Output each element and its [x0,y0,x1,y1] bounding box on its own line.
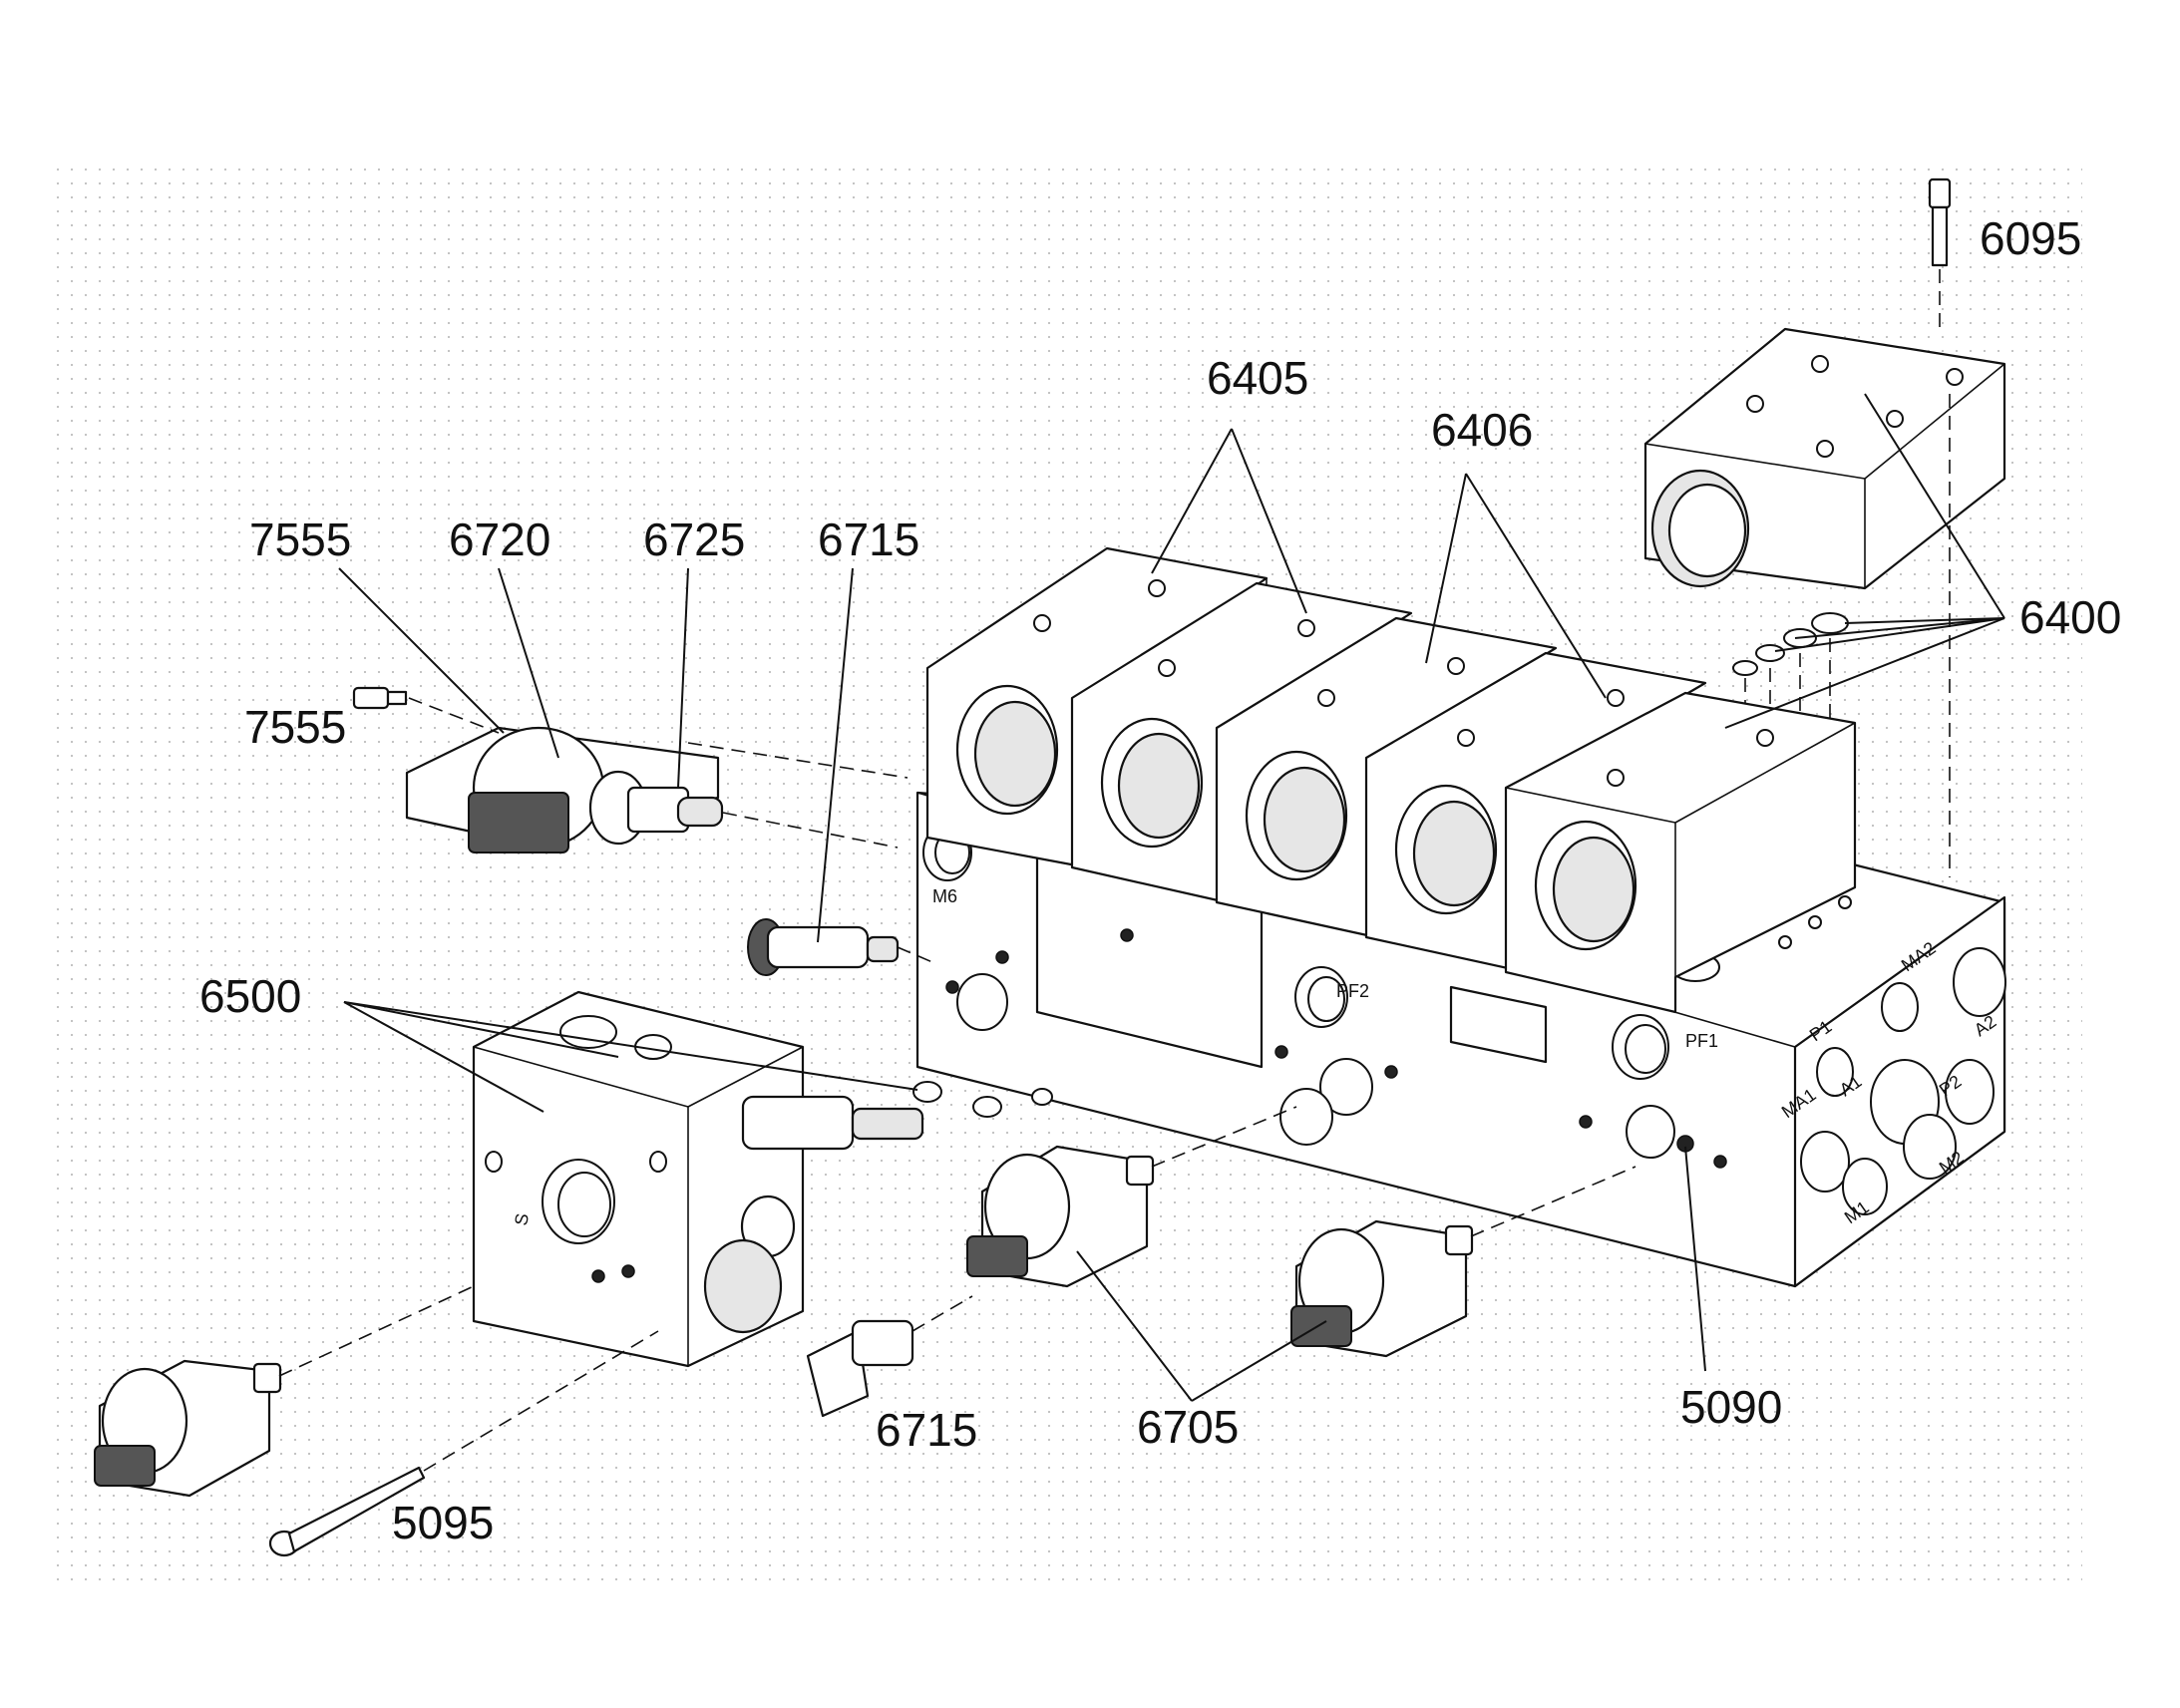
callout-6405: 6405 [1207,352,1308,404]
cartridge-6715-upper [747,918,933,976]
callout-6095: 6095 [1980,212,2081,264]
valve-block-6400 [1643,327,2006,877]
callout-6725: 6725 [643,513,745,565]
callout-7555-top: 7555 [249,513,351,565]
port-label-s: S [511,1211,533,1226]
port-label-pf1: PF1 [1685,1031,1718,1051]
bolt-6095 [1928,177,1952,329]
callout-7555-side: 7555 [244,701,346,753]
callout-6406: 6406 [1431,404,1533,456]
callout-6715-bottom: 6715 [876,1404,977,1456]
leader-lines [338,393,2005,1402]
screw-7555 [352,686,500,734]
callout-6500: 6500 [199,970,301,1022]
cartridge-6715-lower [806,1295,973,1418]
solenoid-6705-center [966,1106,1297,1288]
sub-block-6500 [472,990,1053,1368]
port-labels: M6 PF2 PF1 P1 MA2 A2 P2 MA1 A1 M1 M2 S [511,886,1999,1227]
bolt-5095 [268,1330,659,1557]
callout-6720: 6720 [449,513,550,565]
solenoid-assembly-6720 [405,726,908,854]
callout-5095: 5095 [392,1497,494,1548]
callout-6715-top: 6715 [818,513,919,565]
callouts: 6095 6405 6406 6400 7555 6720 6725 6715 … [199,212,2121,1548]
callout-6705: 6705 [1137,1401,1239,1453]
port-label-pf2: PF2 [1336,981,1369,1001]
callout-5090: 5090 [1680,1381,1782,1433]
callout-6400: 6400 [2019,591,2121,643]
solenoid-lower-left [94,1285,475,1498]
port-label-m6: M6 [932,886,957,906]
solenoid-6705-right [1290,1166,1636,1358]
cube-valve-5 [1504,691,1857,1014]
